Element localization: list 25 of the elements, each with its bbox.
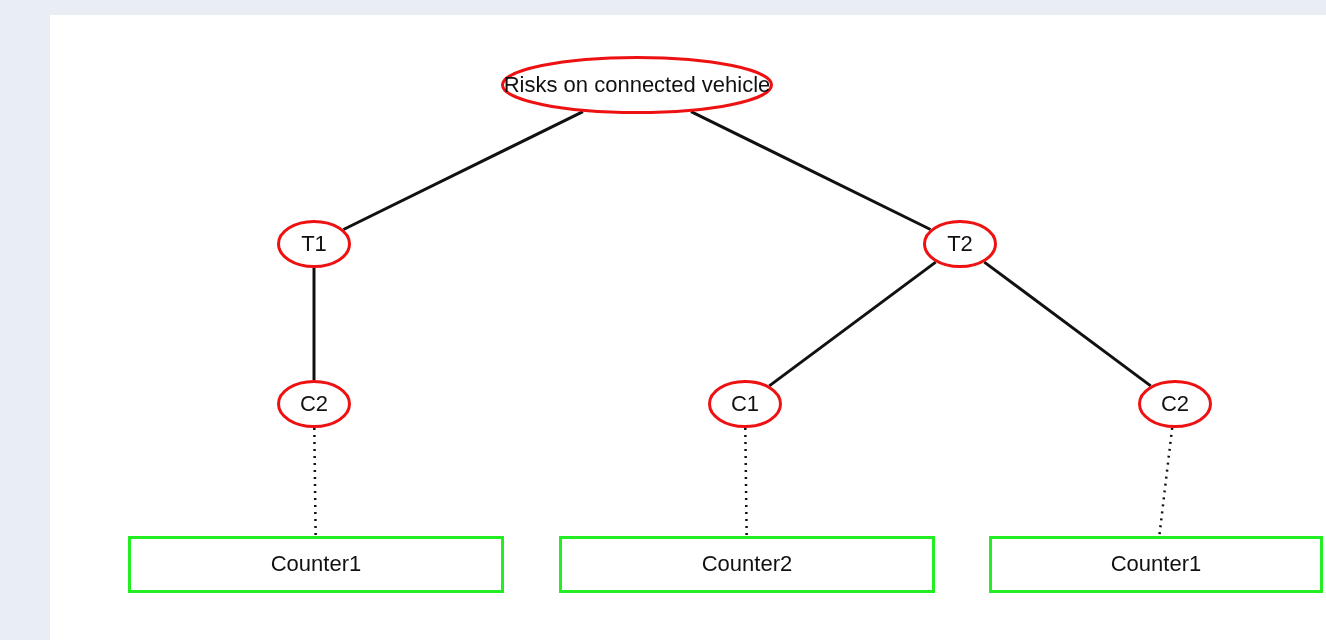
connector-line xyxy=(983,260,1152,388)
node-label: Counter1 xyxy=(1110,551,1202,577)
dotted-connector xyxy=(744,428,748,536)
dotted-connector xyxy=(1158,427,1174,536)
connector-line xyxy=(690,110,932,231)
node-label: Risks on connected vehicle xyxy=(503,72,771,98)
rectangle-node xyxy=(559,535,935,593)
ellipse-node xyxy=(277,380,351,428)
node-label: C1 xyxy=(730,391,760,417)
node-label: C2 xyxy=(299,391,329,417)
node-label: Counter2 xyxy=(701,551,793,577)
rectangle-node xyxy=(128,535,504,593)
connector-line xyxy=(768,260,937,388)
ellipse-node xyxy=(1138,380,1212,428)
connector-line xyxy=(312,268,316,380)
dotted-connector xyxy=(313,428,317,536)
node-label: T1 xyxy=(301,231,327,257)
connector-line xyxy=(342,110,584,231)
node-label: Counter1 xyxy=(270,551,362,577)
ellipse-node xyxy=(923,220,997,268)
ellipse-node xyxy=(708,380,782,428)
rectangle-node xyxy=(989,535,1323,593)
node-label: C2 xyxy=(1160,391,1190,417)
ellipse-node xyxy=(277,220,351,268)
node-label: T2 xyxy=(947,231,973,257)
